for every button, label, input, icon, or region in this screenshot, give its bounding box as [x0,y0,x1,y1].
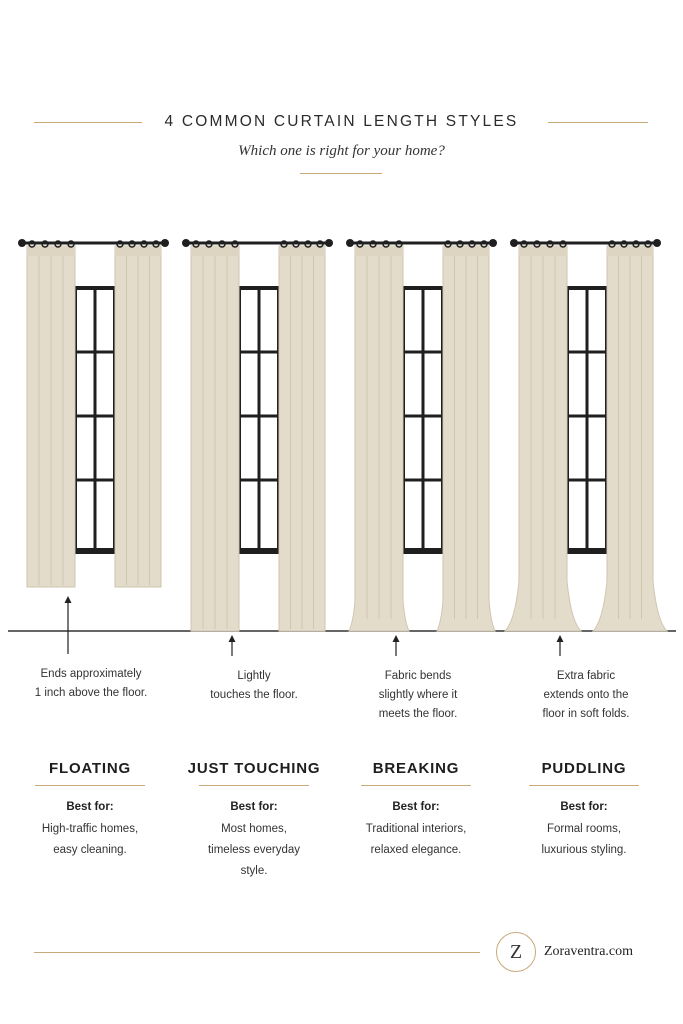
rod-ring-just-touching-r1 [292,240,300,248]
rod-ring-floating-l3 [67,240,75,248]
style-name-breaking: BREAKING [372,760,460,777]
page-subtitle: Which one is right for your home? [238,143,445,159]
rod-finial-left-breaking [346,239,354,247]
style-underline-floating [35,785,145,786]
window-sill-puddling [563,548,611,554]
rod-ring-just-touching-l3 [231,240,239,248]
rod-ring-floating-r0 [116,240,124,248]
curtain-header-breaking-1 [443,246,489,256]
rod-ring-puddling-l1 [533,240,541,248]
footer-line [34,952,480,953]
style-underline-breaking [361,785,471,786]
best-for-breaking: Traditional interiors,relaxed elegance. [365,823,467,856]
curtain-header-puddling-0 [519,246,567,256]
rod-ring-breaking-l2 [382,240,390,248]
rod-ring-puddling-l2 [546,240,554,248]
curtain-header-breaking-0 [355,246,403,256]
pointer-arrow-head-just-touching [228,635,236,642]
rod-ring-breaking-l3 [395,240,403,248]
page-title: 4 COMMON CURTAIN LENGTH STYLES [164,113,519,130]
title-left-line [34,122,142,123]
curtain-header-floating-0 [27,246,75,256]
rod-ring-just-touching-r0 [280,240,288,248]
best-for-label-just-touching: Best for: [230,801,278,813]
curtain-header-puddling-1 [607,246,653,256]
rod-ring-floating-l1 [41,240,49,248]
rod-ring-breaking-r1 [456,240,464,248]
title-right-line [548,122,648,123]
rod-ring-puddling-r1 [620,240,628,248]
best-for-label-breaking: Best for: [392,801,440,813]
curtain-header-just-touching-0 [191,246,239,256]
style-name-puddling: PUDDLING [541,760,627,777]
window-sill-just-touching [235,548,283,554]
rod-ring-floating-l0 [28,240,36,248]
brand-name: Zoraventra.com [544,944,634,959]
rod-ring-floating-r3 [152,240,160,248]
rod-ring-floating-r1 [128,240,136,248]
rod-ring-puddling-r0 [608,240,616,248]
rod-ring-puddling-r2 [632,240,640,248]
rod-finial-left-puddling [510,239,518,247]
rod-finial-left-just-touching [182,239,190,247]
rod-finial-right-just-touching [325,239,333,247]
rod-ring-breaking-r3 [480,240,488,248]
rod-ring-breaking-r2 [468,240,476,248]
style-underline-puddling [529,785,639,786]
window-sill-breaking [399,548,447,554]
rod-ring-just-touching-l0 [192,240,200,248]
pointer-arrow-head-floating [64,596,72,603]
rod-ring-floating-l2 [54,240,62,248]
best-for-label-floating: Best for: [66,801,114,813]
rod-ring-breaking-l1 [369,240,377,248]
pointer-arrow-head-breaking [392,635,400,642]
rod-ring-just-touching-r3 [316,240,324,248]
rod-finial-left-floating [18,239,26,247]
rod-ring-puddling-l0 [520,240,528,248]
rod-ring-just-touching-r2 [304,240,312,248]
rod-ring-just-touching-l2 [218,240,226,248]
rod-ring-floating-r2 [140,240,148,248]
rod-finial-right-floating [161,239,169,247]
rod-finial-right-breaking [489,239,497,247]
rod-finial-right-puddling [653,239,661,247]
rod-ring-breaking-r0 [444,240,452,248]
style-name-just-touching: JUST TOUCHING [187,760,321,777]
curtain-header-just-touching-1 [279,246,325,256]
rod-ring-puddling-l3 [559,240,567,248]
rod-ring-puddling-r3 [644,240,652,248]
window-sill-floating [71,548,119,554]
subtitle-underline [300,173,382,174]
style-underline-just-touching [199,785,309,786]
best-for-floating: High-traffic homes,easy cleaning. [41,823,139,856]
pointer-arrow-head-puddling [556,635,564,642]
brand-logo-icon: Z [496,932,536,972]
curtain-header-floating-1 [115,246,161,256]
best-for-label-puddling: Best for: [560,801,608,813]
best-for-puddling: Formal rooms,luxurious styling. [541,823,627,856]
style-name-floating: FLOATING [49,760,131,777]
rod-ring-just-touching-l1 [205,240,213,248]
rod-ring-breaking-l0 [356,240,364,248]
